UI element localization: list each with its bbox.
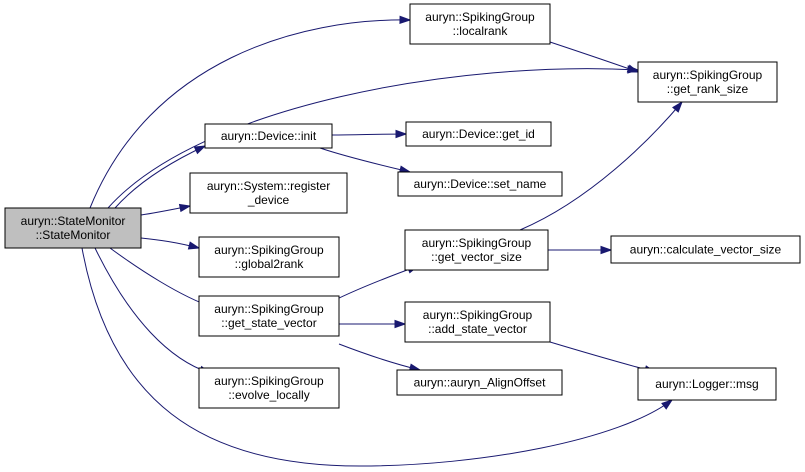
node-label: auryn::calculate_vector_size — [630, 243, 782, 257]
node-state-monitor[interactable]: auryn::StateMonitor::StateMonitor — [4, 207, 142, 249]
node-label: _device — [247, 193, 290, 207]
node-label: auryn::SpikingGroup — [422, 236, 532, 250]
node-device-init[interactable]: auryn::Device::init — [204, 123, 333, 149]
node-label: ::StateMonitor — [36, 228, 111, 242]
arrowhead-localrank — [399, 15, 412, 25]
node-label: ::add_state_vector — [428, 322, 527, 336]
node-label: auryn::StateMonitor — [21, 214, 126, 228]
edge-get_vector_size-to-get_rank_size — [519, 101, 683, 231]
node-label: auryn::Device::get_id — [422, 127, 535, 141]
node-box — [409, 3, 551, 45]
edge-localrank-to-get_rank_size — [549, 41, 639, 73]
arrowhead-calculate_vector_size — [600, 245, 613, 255]
node-label: ::localrank — [453, 24, 509, 38]
node-box — [637, 367, 777, 401]
node-layer: auryn::StateMonitor::StateMonitorauryn::… — [4, 3, 801, 409]
node-label: auryn::System::register — [207, 179, 330, 193]
edge-state_monitor-to-get_rank_size — [107, 68, 639, 209]
node-box — [4, 207, 142, 249]
arrowhead-get_rank_size — [672, 100, 683, 113]
node-localrank[interactable]: auryn::SpikingGroup::localrank — [409, 3, 551, 45]
node-device-set-name[interactable]: auryn::Device::set_name — [397, 171, 563, 197]
edge-state_monitor-to-get_state_vector — [109, 247, 213, 308]
node-box — [189, 172, 348, 214]
node-device-get-id[interactable]: auryn::Device::get_id — [405, 121, 552, 147]
node-box — [404, 301, 551, 343]
node-box — [405, 121, 552, 147]
node-global2rank[interactable]: auryn::SpikingGroup::global2rank — [198, 236, 340, 278]
node-system-register-device[interactable]: auryn::System::register_device — [189, 172, 348, 214]
node-get-state-vector[interactable]: auryn::SpikingGroup::get_state_vector — [198, 295, 340, 337]
edge-device_init-to-device_get_id — [331, 133, 407, 136]
node-get-rank-size[interactable]: auryn::SpikingGroup::get_rank_size — [637, 61, 778, 103]
node-box — [397, 171, 563, 197]
node-add-state-vector[interactable]: auryn::SpikingGroup::add_state_vector — [404, 301, 551, 343]
edge-layer — [81, 15, 683, 467]
node-box — [396, 369, 563, 396]
arrowhead-global2rank — [187, 241, 201, 250]
node-evolve-locally[interactable]: auryn::SpikingGroup::evolve_locally — [198, 367, 340, 409]
node-box — [610, 235, 801, 264]
edge-state_monitor-to-logger_msg — [81, 247, 673, 467]
edge-state_monitor-to-localrank — [89, 19, 411, 209]
node-calculate-vector-size[interactable]: auryn::calculate_vector_size — [610, 235, 801, 264]
node-label: auryn::SpikingGroup — [214, 302, 324, 316]
node-auryn-align-offset[interactable]: auryn::auryn_AlignOffset — [396, 369, 563, 396]
arrowhead-device_get_id — [395, 129, 408, 139]
node-label: ::get_state_vector — [221, 316, 316, 330]
node-label: auryn::SpikingGroup — [653, 68, 763, 82]
node-label: auryn::Device::set_name — [414, 177, 547, 191]
arrowhead-logger_msg — [661, 399, 674, 410]
edge-device_init-to-device_set_name — [319, 147, 411, 173]
node-label: auryn::SpikingGroup — [214, 374, 324, 388]
node-box — [404, 229, 549, 271]
node-box — [204, 123, 333, 149]
node-box — [198, 295, 340, 337]
node-box — [198, 367, 340, 409]
node-label: auryn::SpikingGroup — [425, 10, 535, 24]
edge-state_monitor-to-evolve_locally — [94, 247, 211, 374]
arrowhead-add_state_vector — [394, 319, 407, 329]
node-label: auryn::Logger::msg — [655, 377, 758, 391]
node-label: auryn::Device::init — [221, 129, 317, 143]
node-label: auryn::auryn_AlignOffset — [414, 376, 547, 390]
node-box — [198, 236, 340, 278]
node-label: ::evolve_locally — [228, 388, 309, 402]
node-label: auryn::SpikingGroup — [423, 308, 533, 322]
node-get-vector-size[interactable]: auryn::SpikingGroup::get_vector_size — [404, 229, 549, 271]
node-label: auryn::SpikingGroup — [214, 243, 324, 257]
node-label: ::get_vector_size — [431, 250, 522, 264]
node-label: ::global2rank — [235, 257, 305, 271]
edge-get_state_vector-to-auryn_align_offset — [338, 343, 421, 371]
arrowhead-system_register_device — [178, 203, 192, 213]
node-logger-msg[interactable]: auryn::Logger::msg — [637, 367, 777, 401]
node-box — [637, 61, 778, 103]
arrowhead-device_init — [193, 145, 207, 155]
node-label: ::get_rank_size — [667, 82, 749, 96]
arrowhead-get_rank_size — [626, 64, 640, 73]
edge-state_monitor-to-device_init — [114, 145, 206, 209]
